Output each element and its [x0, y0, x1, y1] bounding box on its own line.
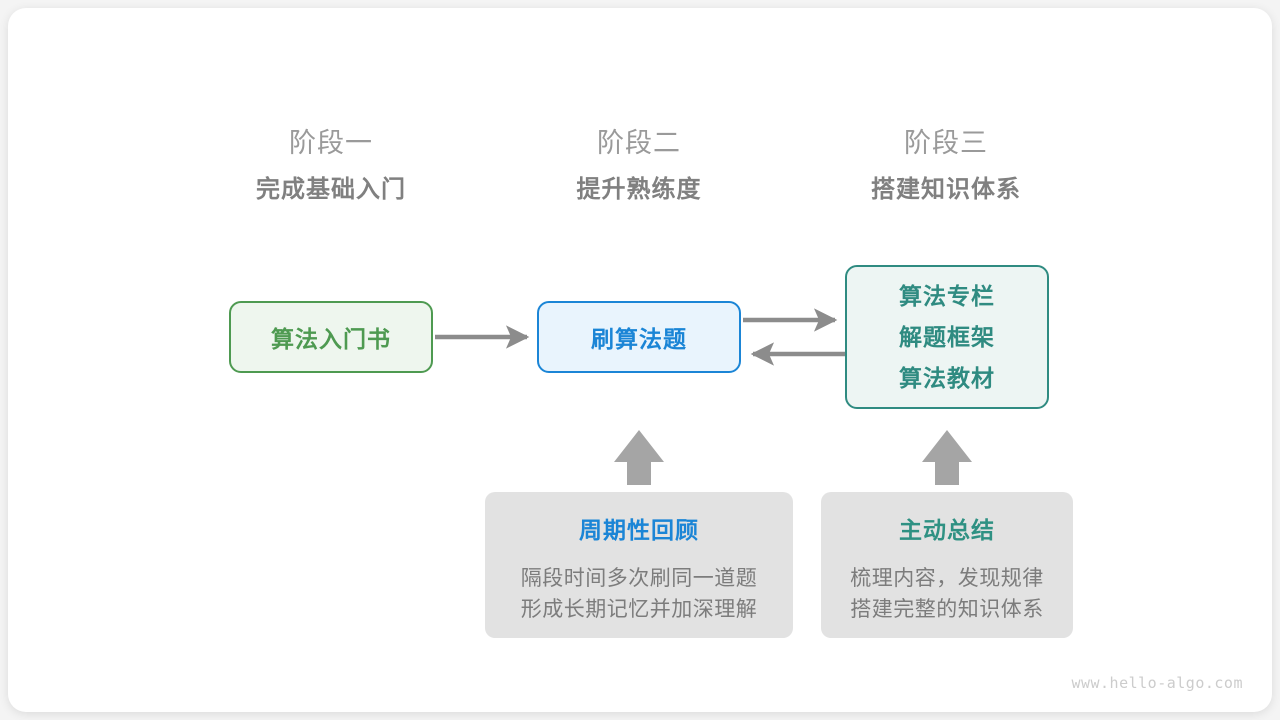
stage-2-number: 阶段二 [597, 128, 681, 158]
stage-2-title: 提升熟练度 [576, 176, 702, 203]
stage-3-number: 阶段三 [904, 128, 988, 158]
stage-1-title: 完成基础入门 [256, 176, 406, 203]
tip-card-periodic-review-body: 隔段时间多次刷同一道题 形成长期记忆并加深理解 [521, 563, 758, 625]
tip-card-active-summary[interactable]: 主动总结 梳理内容，发现规律 搭建完整的知识体系 [821, 492, 1073, 638]
tip-body-line: 隔段时间多次刷同一道题 [520, 567, 758, 590]
tip-card-periodic-review[interactable]: 周期性回顾 隔段时间多次刷同一道题 形成长期记忆并加深理解 [485, 492, 793, 638]
tip-card-active-summary-title: 主动总结 [899, 517, 995, 543]
stage-3-title: 搭建知识体系 [871, 176, 1021, 203]
tip-body-line: 梳理内容，发现规律 [850, 567, 1044, 590]
tip-card-periodic-review-title: 周期性回顾 [579, 517, 699, 543]
site-watermark: www.hello-algo.com [1071, 674, 1243, 692]
tip-card-active-summary-body: 梳理内容，发现规律 搭建完整的知识体系 [850, 563, 1044, 625]
stage-1-number: 阶段一 [289, 128, 373, 158]
node-practice-problems-label: 刷算法题 [591, 326, 687, 352]
stage-column-1: 阶段一 完成基础入门 [201, 124, 461, 209]
node-knowledge-line-1: 算法专栏 [899, 282, 995, 309]
tip-body-line: 形成长期记忆并加深理解 [520, 598, 758, 621]
stage-column-3: 阶段三 搭建知识体系 [816, 124, 1076, 209]
stage-column-2: 阶段二 提升熟练度 [509, 124, 769, 209]
node-knowledge-line-3: 算法教材 [899, 364, 995, 391]
tip-body-line: 搭建完整的知识体系 [850, 598, 1044, 621]
node-intro-book-label: 算法入门书 [271, 326, 391, 352]
node-knowledge-line-2: 解题框架 [899, 323, 995, 350]
node-intro-book[interactable]: 算法入门书 [229, 301, 433, 373]
node-knowledge-resources[interactable]: 算法专栏 解题框架 算法教材 [845, 265, 1049, 409]
node-practice-problems[interactable]: 刷算法题 [537, 301, 741, 373]
